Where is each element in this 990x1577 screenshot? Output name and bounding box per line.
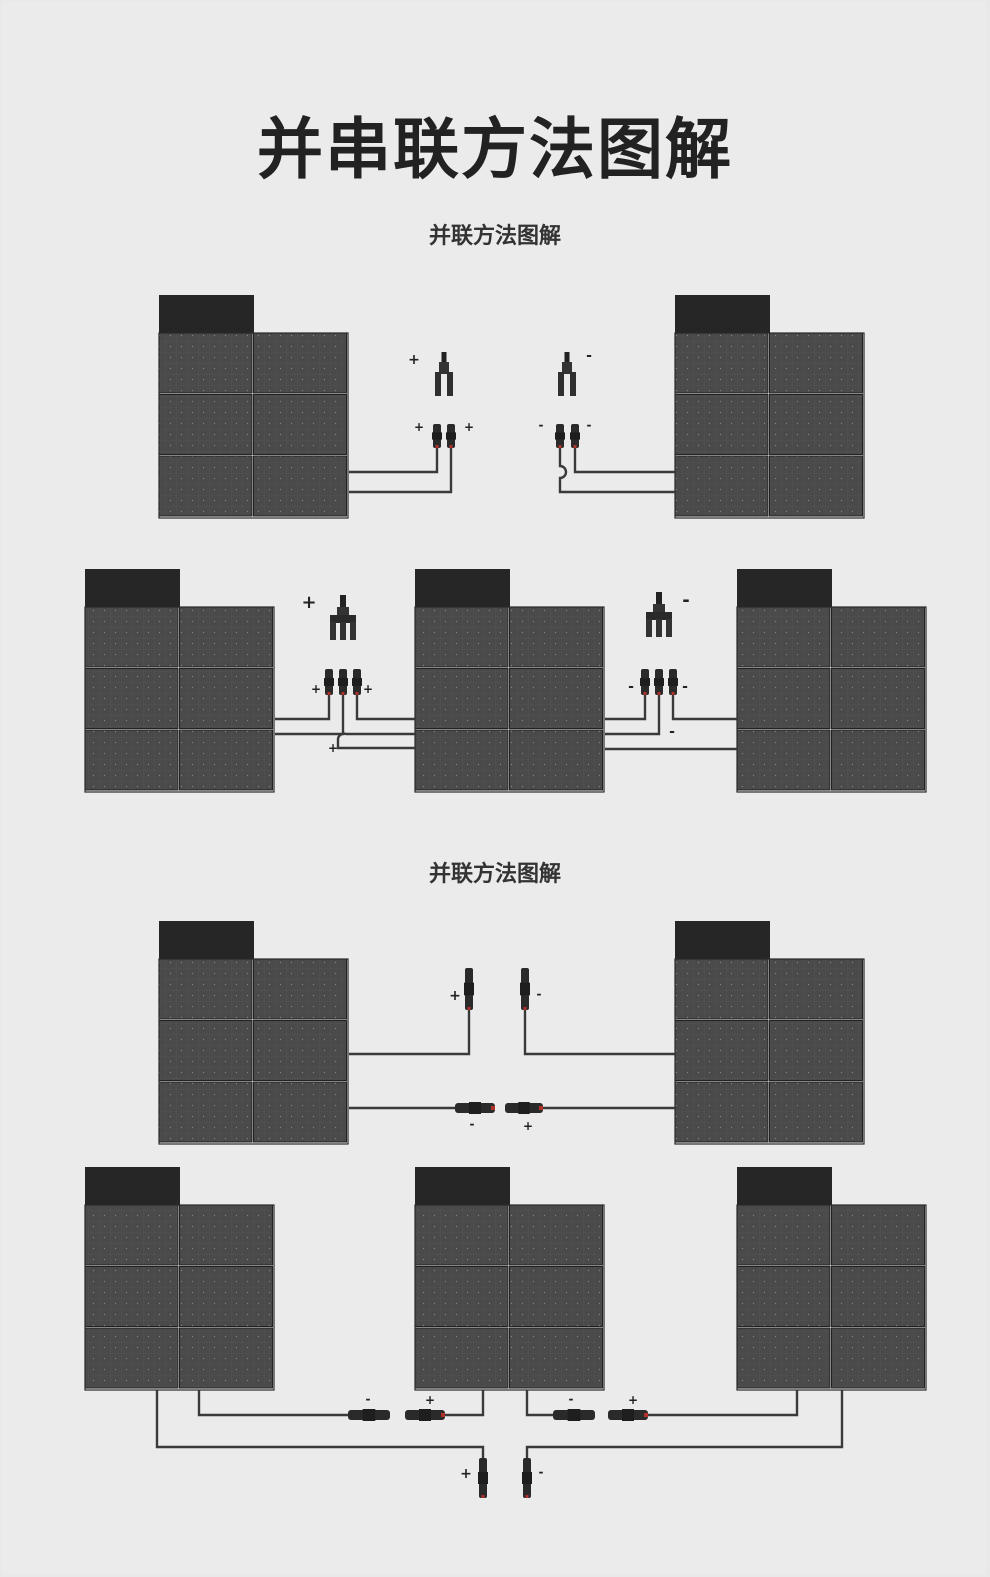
cable-positive — [349, 1008, 471, 1056]
connector-positive — [338, 669, 348, 695]
solar-panel-icon — [84, 1167, 275, 1391]
y-branch-positive — [435, 352, 453, 396]
cable-1 — [197, 1390, 350, 1417]
solar-panel-icon — [674, 921, 865, 1145]
sign-negative: - — [366, 1392, 371, 1406]
sign-positive: + — [328, 741, 338, 755]
sign-negative: - — [569, 1392, 574, 1406]
cable-positive-2 — [275, 694, 345, 736]
connector-negative — [668, 669, 678, 695]
cable-3 — [525, 1390, 553, 1417]
sign-positive: + — [449, 988, 461, 1004]
connector-negative-a — [555, 424, 565, 448]
cable-2 — [444, 1390, 485, 1417]
page-title: 并串联方法图解 — [257, 111, 733, 188]
connector-positive — [464, 968, 474, 1010]
cable-positive-1 — [349, 447, 439, 474]
sign-negative: - — [669, 724, 675, 740]
connector-negative — [520, 968, 530, 1010]
cable-negative-3 — [671, 694, 737, 721]
sign-negative: - — [537, 987, 542, 1001]
cable-4 — [645, 1390, 799, 1417]
connector-positive-h — [608, 1409, 648, 1421]
connector-positive — [352, 669, 362, 695]
cable-negative — [523, 1008, 675, 1056]
connector-positive-a — [432, 424, 442, 448]
sign-negative: - — [682, 679, 688, 695]
connector-negative-h — [553, 1409, 595, 1421]
connector-negative-b — [570, 424, 580, 448]
sign-negative: - — [587, 418, 592, 432]
sign-positive: + — [523, 1119, 533, 1133]
sign-positive: + — [311, 682, 321, 696]
cable-5 — [155, 1390, 485, 1460]
connector-negative-h — [455, 1102, 495, 1114]
connector-negative — [640, 669, 650, 695]
solar-panel-icon — [414, 1167, 605, 1391]
solar-panel-icon — [84, 569, 275, 793]
connector-positive-h — [405, 1409, 445, 1421]
section-title-2: 并联方法图解 — [428, 862, 561, 887]
sign-positive: + — [414, 420, 424, 434]
solar-panel-icon — [158, 295, 349, 519]
solar-panel-icon — [414, 569, 605, 793]
sign-negative: - — [682, 590, 689, 611]
cable-positive-3 — [355, 694, 415, 721]
cable-negative-2 — [605, 694, 661, 736]
sign-negative: - — [470, 1117, 475, 1131]
cable-negative-1 — [605, 694, 647, 721]
sign-negative: - — [586, 348, 592, 364]
cable-positive-4 — [336, 732, 415, 750]
solar-panel-icon — [736, 1167, 927, 1391]
solar-panel-icon — [736, 569, 927, 793]
sign-positive: + — [363, 682, 373, 696]
sign-positive: + — [628, 1393, 638, 1407]
sign-positive: + — [464, 420, 474, 434]
sign-positive: + — [425, 1393, 435, 1407]
sign-positive: + — [408, 352, 420, 368]
sign-negative: - — [539, 418, 544, 432]
cable-positive-1 — [275, 694, 331, 721]
connector-positive-h — [505, 1102, 543, 1114]
y-branch-negative — [558, 352, 576, 396]
cable-negative-1 — [573, 447, 675, 474]
solar-panel-icon — [158, 921, 349, 1145]
cable-positive-2 — [349, 447, 453, 494]
sign-positive: + — [301, 592, 316, 613]
y-branch-positive — [330, 595, 356, 640]
connector-positive — [324, 669, 334, 695]
solar-panel-icon — [674, 295, 865, 519]
sign-negative: - — [628, 679, 634, 695]
connector-negative — [522, 1458, 532, 1498]
connector-positive — [478, 1458, 488, 1498]
y-branch-negative — [646, 592, 672, 637]
cable-6 — [525, 1390, 844, 1460]
connector-negative — [654, 669, 664, 695]
connector-positive-b — [446, 424, 456, 448]
sign-positive: + — [460, 1466, 472, 1482]
cable-negative-2 — [558, 447, 675, 494]
section-title-1: 并联方法图解 — [428, 224, 561, 249]
connector-negative-h — [348, 1409, 390, 1421]
sign-negative: - — [539, 1465, 544, 1479]
